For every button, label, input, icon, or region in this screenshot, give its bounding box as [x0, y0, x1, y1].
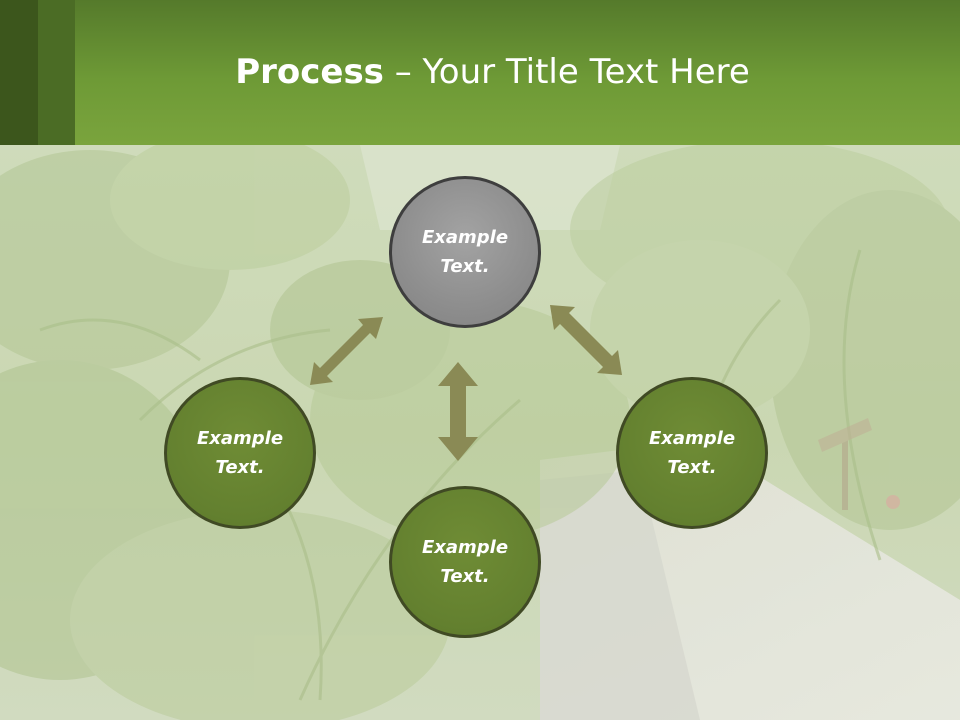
arrow-top-right — [550, 305, 622, 375]
slide-title-rest: – Your Title Text Here — [383, 52, 750, 92]
title-bar-accent-mid — [38, 0, 75, 145]
process-node-left[interactable]: Example Text. — [164, 377, 316, 529]
process-node-right[interactable]: Example Text. — [616, 377, 768, 529]
process-node-left-label: Example Text. — [196, 428, 284, 478]
title-bar: Process – Your Title Text Here — [0, 0, 960, 145]
arrow-top-left — [310, 317, 383, 385]
slide-title: Process – Your Title Text Here — [0, 52, 960, 92]
process-node-bottom-label: Example Text. — [421, 537, 509, 587]
arrow-center-vertical — [438, 362, 478, 461]
process-node-top-label: Example Text. — [421, 227, 509, 277]
slide-title-strong: Process — [235, 52, 384, 92]
process-node-right-label: Example Text. — [648, 428, 736, 478]
process-node-bottom[interactable]: Example Text. — [389, 486, 541, 638]
title-bar-accent-dark — [0, 0, 38, 145]
process-node-top[interactable]: Example Text. — [389, 176, 541, 328]
